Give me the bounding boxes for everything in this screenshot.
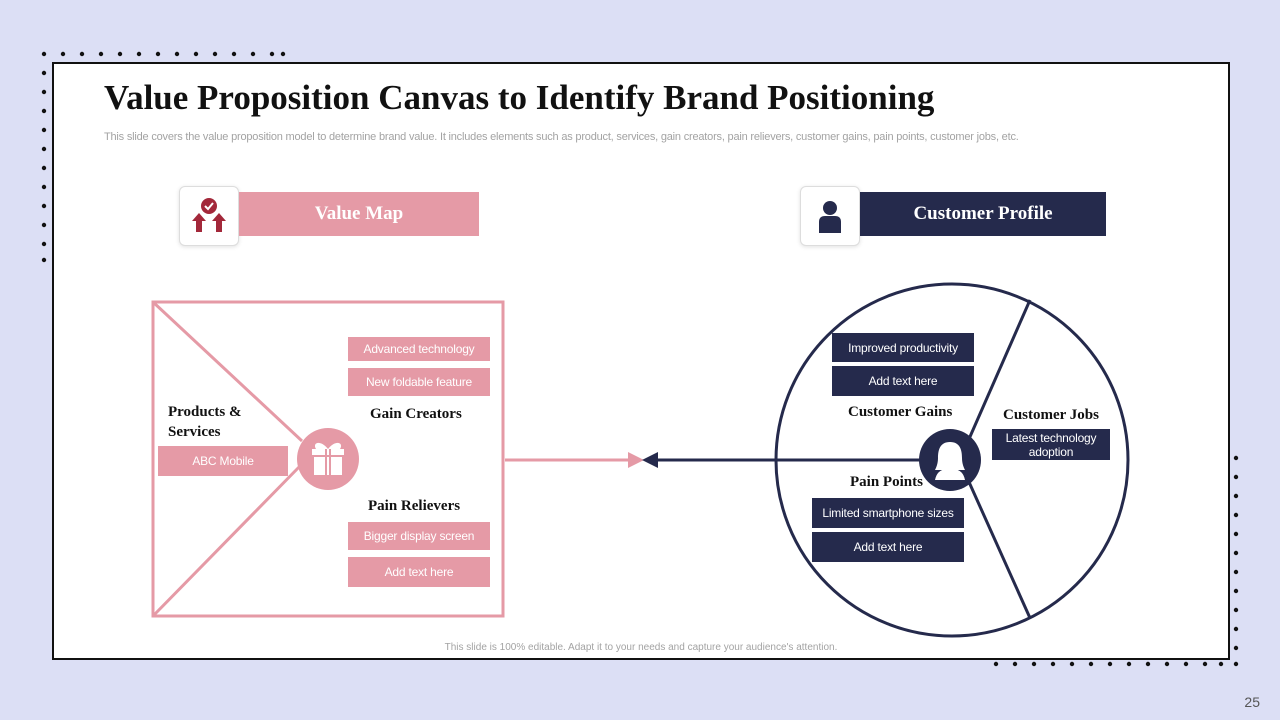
- customer-profile-divider-top: [967, 299, 1032, 440]
- customer-jobs-label: Customer Jobs: [1003, 407, 1099, 423]
- customer-gain-item-1: Improved productivity: [832, 333, 974, 362]
- customer-profile-arrowhead: [642, 452, 658, 468]
- value-map-arrowhead: [628, 452, 644, 468]
- canvas-diagram: [151, 282, 1130, 638]
- value-map-icon-tile: [179, 186, 239, 246]
- pain-points-label: Pain Points: [850, 474, 923, 490]
- product-item-abc-mobile: ABC Mobile: [158, 446, 288, 476]
- decorative-dots-top-left: [41, 51, 286, 263]
- gain-creators-label: Gain Creators: [370, 406, 462, 422]
- customer-profile-icon-tile: [800, 186, 860, 246]
- customer-gains-label: Customer Gains: [848, 404, 953, 420]
- customer-profile-divider-bottom: [967, 481, 1032, 619]
- value-map-diagonal-lower: [151, 462, 304, 618]
- decorative-dots-bottom-right: [993, 455, 1239, 667]
- pain-reliever-item-2: Add text here: [348, 557, 490, 587]
- arrows-up-check-icon: [192, 198, 226, 232]
- page-number: 25: [1244, 694, 1260, 710]
- slide-subtitle: This slide covers the value proposition …: [104, 131, 1019, 143]
- slide-frame: Value Proposition Canvas to Identify Bra…: [52, 62, 1230, 660]
- woman-avatar-icon: [935, 442, 965, 480]
- value-map-square: [151, 300, 505, 618]
- slide-footer: This slide is 100% editable. Adapt it to…: [444, 642, 838, 653]
- customer-gain-item-2: Add text here: [832, 366, 974, 396]
- products-services-label: Products & Services: [168, 404, 242, 440]
- customer-profile-banner: Customer Profile: [860, 192, 1106, 236]
- gift-icon: [312, 442, 344, 475]
- slide-title: Value Proposition Canvas to Identify Bra…: [104, 78, 935, 117]
- value-map-banner: Value Map: [239, 192, 479, 236]
- customer-job-item-1: Latest technology adoption: [992, 429, 1110, 460]
- pain-reliever-item-1: Bigger display screen: [348, 522, 490, 550]
- person-icon: [819, 201, 841, 233]
- pain-point-item-1: Limited smartphone sizes: [812, 498, 964, 528]
- pain-point-item-2: Add text here: [812, 532, 964, 562]
- value-map-diagonal-upper: [151, 300, 304, 443]
- pain-relievers-label: Pain Relievers: [368, 498, 461, 514]
- gain-creator-item-2: New foldable feature: [348, 368, 490, 396]
- gain-creator-item-1: Advanced technology: [348, 337, 490, 361]
